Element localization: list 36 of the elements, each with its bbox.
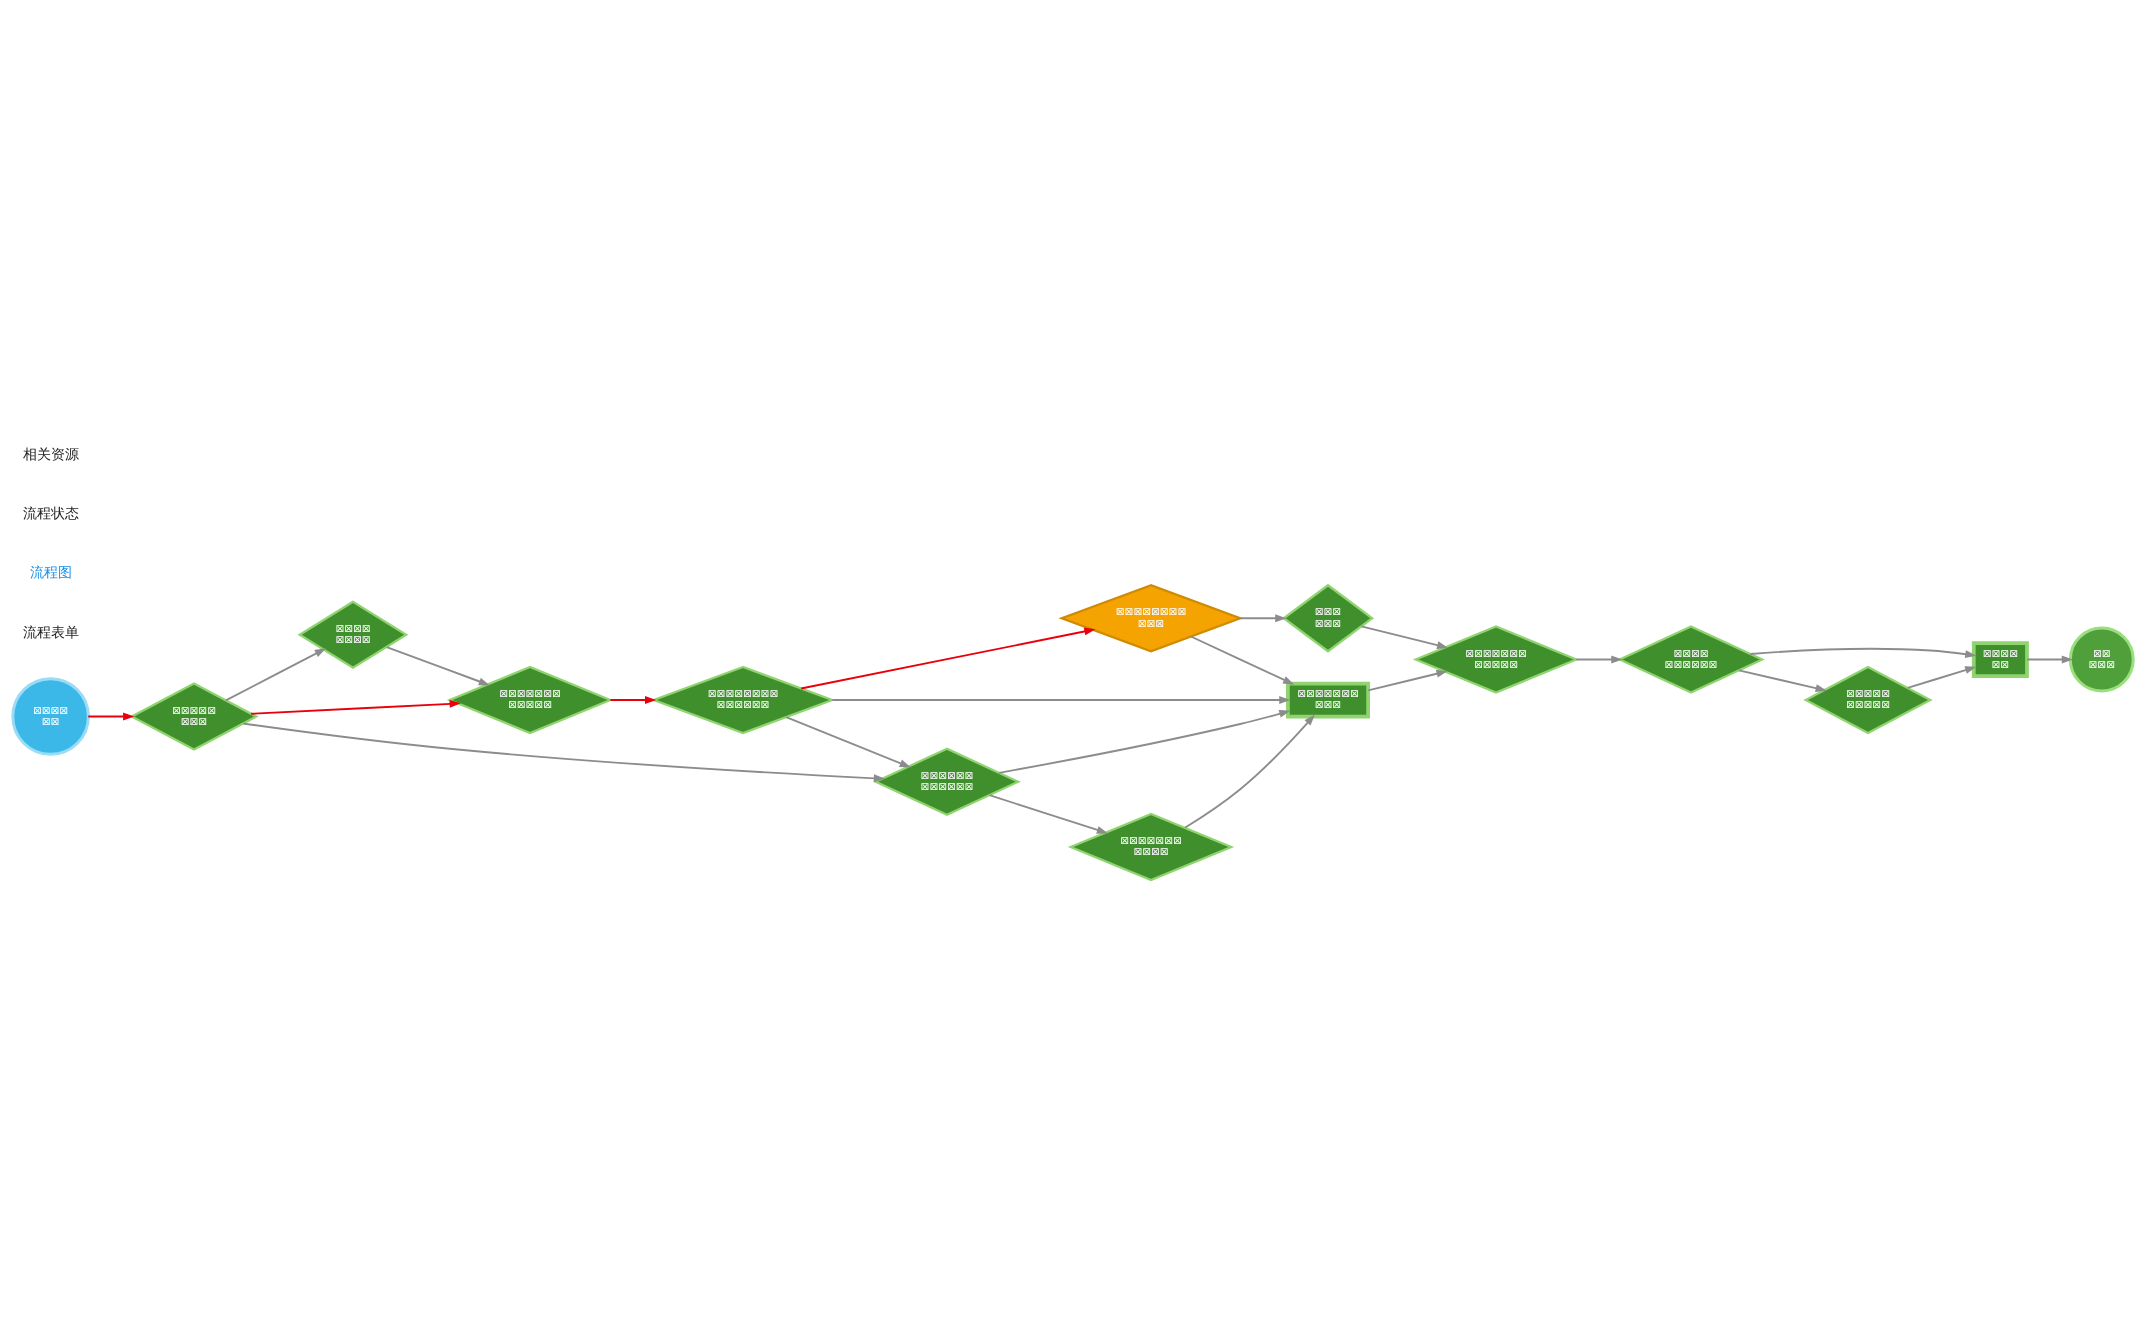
arrow xyxy=(1239,614,1287,623)
arrow xyxy=(609,696,657,704)
arrow xyxy=(1749,647,1977,659)
arrow xyxy=(1360,625,1449,649)
node-circle: ⊠⊠ ⊠⊠⊠ xyxy=(2068,626,2135,693)
node-diamond: ⊠⊠⊠⊠⊠ ⊠⊠⊠⊠⊠ xyxy=(1803,665,1933,735)
label: 相关资源 xyxy=(22,445,79,462)
label: 流程表单 xyxy=(22,623,79,640)
arrow xyxy=(2026,655,2074,664)
node-diamond: ⊠⊠⊠⊠⊠⊠⊠ ⊠⊠⊠⊠⊠ xyxy=(1412,625,1580,694)
arrow xyxy=(1738,669,1827,692)
node-diamond: ⊠⊠⊠ ⊠⊠⊠ xyxy=(1281,583,1375,653)
node-diamond: ⊠⊠⊠⊠⊠⊠⊠ ⊠⊠⊠⊠ xyxy=(1067,812,1235,882)
arrow xyxy=(988,794,1109,834)
node-diamond: ⊠⊠⊠⊠ ⊠⊠⊠⊠⊠⊠ xyxy=(1617,625,1765,694)
arrow xyxy=(1189,635,1295,685)
arrow xyxy=(250,700,461,715)
node-diamond: ⊠⊠⊠⊠⊠ ⊠⊠⊠ xyxy=(129,682,259,751)
node-box: ⊠⊠⊠⊠⊠⊠⊠ ⊠⊠⊠ xyxy=(1286,681,1370,719)
arrow xyxy=(831,696,1291,704)
arrow xyxy=(1367,669,1448,692)
arrow xyxy=(87,712,135,721)
arrow xyxy=(1575,655,1623,664)
label: 流程状态 xyxy=(22,505,79,522)
arrow xyxy=(242,722,886,783)
arrow xyxy=(224,648,327,702)
arrow xyxy=(998,710,1291,774)
node-box: ⊠⊠⊠⊠ ⊠⊠ xyxy=(1971,641,2029,678)
arrow xyxy=(1906,666,1977,689)
node-circle: ⊠⊠⊠⊠ ⊠⊠ xyxy=(11,677,90,756)
arrow xyxy=(785,716,911,768)
arrow xyxy=(800,627,1096,690)
label: 流程图 xyxy=(29,564,72,581)
arrow xyxy=(385,646,491,686)
node-diamond: ⊠⊠⊠⊠ ⊠⊠⊠⊠ xyxy=(297,600,409,670)
arrow xyxy=(1183,714,1315,829)
